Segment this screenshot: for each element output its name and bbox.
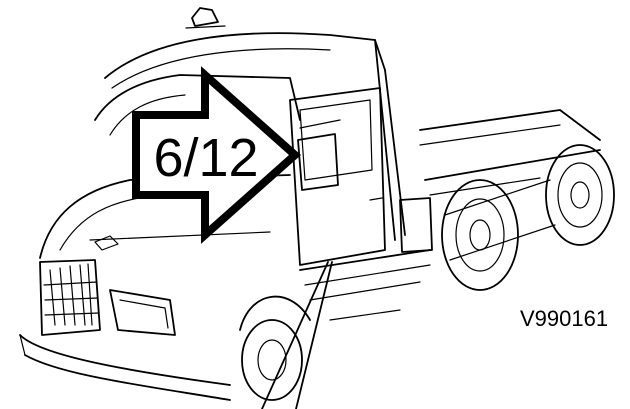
arrow-right-icon: [132, 66, 302, 244]
truck-cab: [19, 7, 433, 401]
callout-label: 6/12: [153, 128, 258, 188]
leader-lines: [261, 261, 333, 409]
figure-id: V990161: [520, 306, 608, 331]
callout-arrow: 6/12: [132, 66, 302, 244]
truck-chassis: [419, 109, 615, 291]
